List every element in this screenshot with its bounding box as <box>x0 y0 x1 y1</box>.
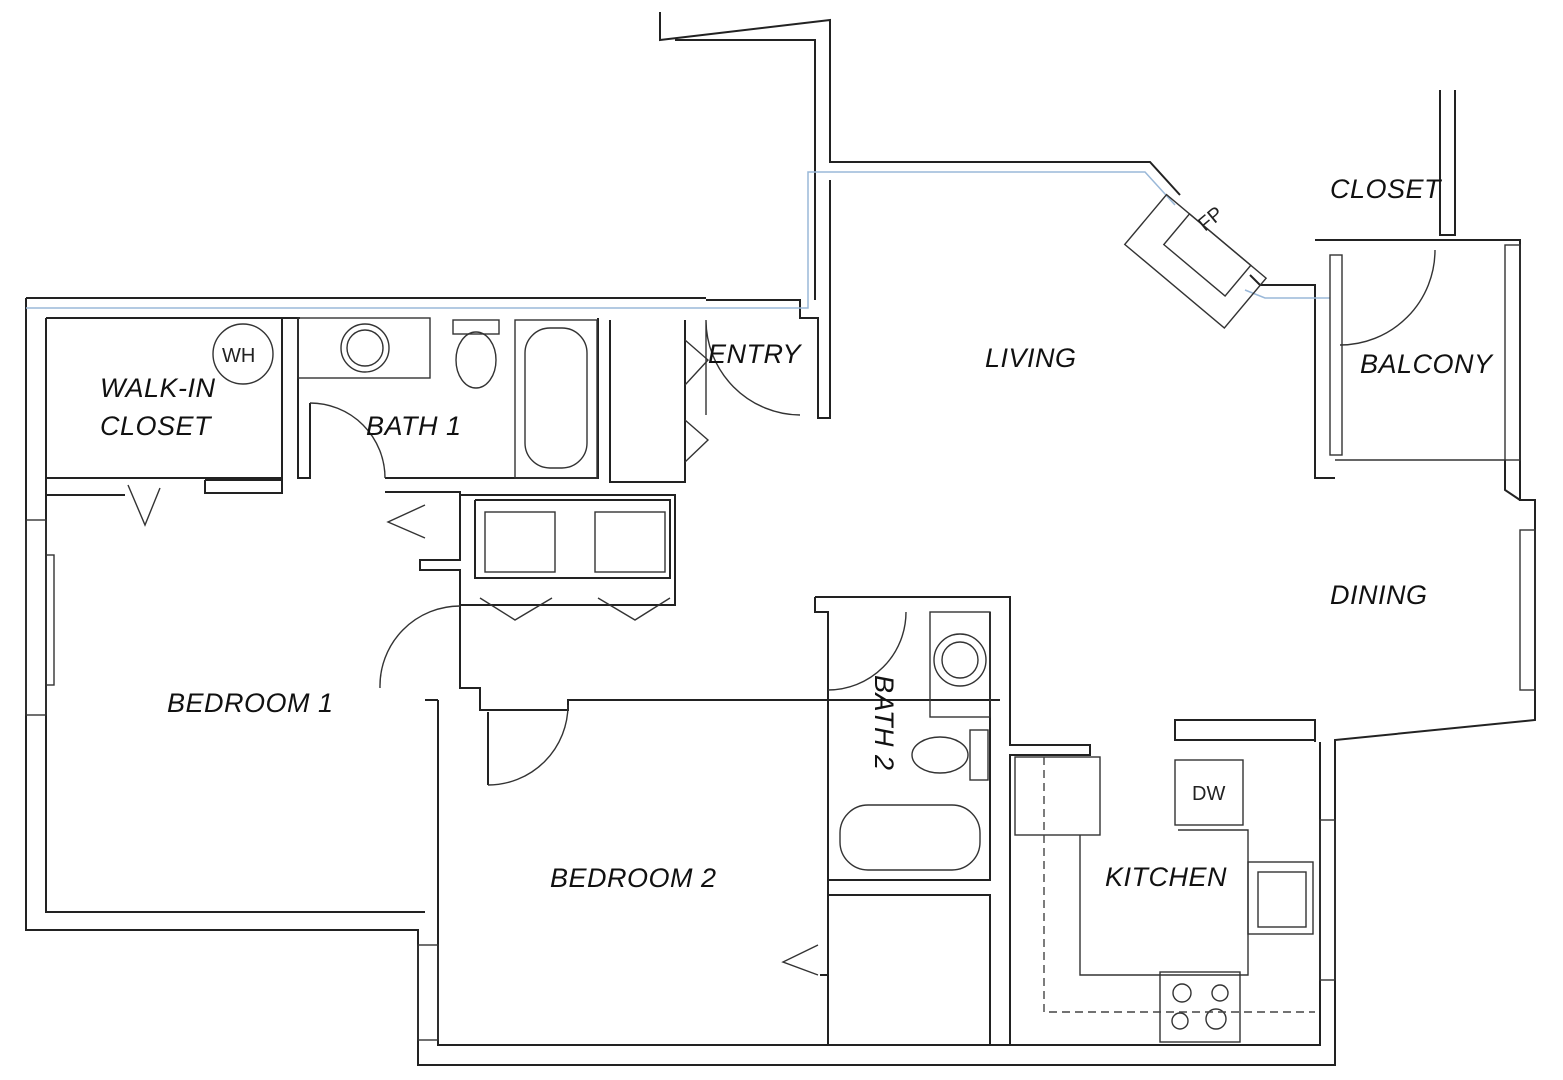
sink-icon <box>340 323 390 373</box>
toilet-icon <box>455 331 497 389</box>
windows <box>25 244 1536 1041</box>
living-label: LIVING <box>985 343 1077 373</box>
room-labels: WALK-IN CLOSET WH BATH 1 ENTRY LIVING CL… <box>100 174 1494 893</box>
bedroom2-label: BEDROOM 2 <box>550 863 717 893</box>
dishwasher-icon <box>1174 759 1244 826</box>
walk-in-closet-label: WALK-IN <box>100 373 216 403</box>
fireplace-icon <box>1123 193 1268 329</box>
bedroom1-label: BEDROOM 1 <box>167 688 334 718</box>
bath2-label: BATH 2 <box>869 675 899 771</box>
dishwasher-label: DW <box>1192 783 1225 805</box>
toilet-2-icon <box>911 736 969 774</box>
sink-2-icon <box>933 633 987 687</box>
dining-label: DINING <box>1330 580 1428 610</box>
bathtub-2-icon <box>839 804 981 871</box>
balcony-label: BALCONY <box>1360 349 1494 379</box>
water-heater-icon <box>212 323 274 385</box>
exterior-walls <box>25 12 1536 1066</box>
bathtub-1-icon <box>524 327 588 469</box>
utility-lines <box>26 171 1330 309</box>
entry-label: ENTRY <box>708 339 802 369</box>
stove-icon <box>1159 971 1241 1043</box>
doors <box>127 249 1436 976</box>
water-heater-label: WH <box>222 345 255 367</box>
closet-label: CLOSET <box>1330 174 1443 204</box>
kitchen-sink-icon <box>1257 871 1307 928</box>
fireplace-label: FP <box>1194 203 1228 236</box>
kitchen-label: KITCHEN <box>1105 862 1227 892</box>
walk-in-closet-label-2: CLOSET <box>100 411 213 441</box>
fixtures <box>212 193 1315 1043</box>
bath1-label: BATH 1 <box>366 411 462 441</box>
